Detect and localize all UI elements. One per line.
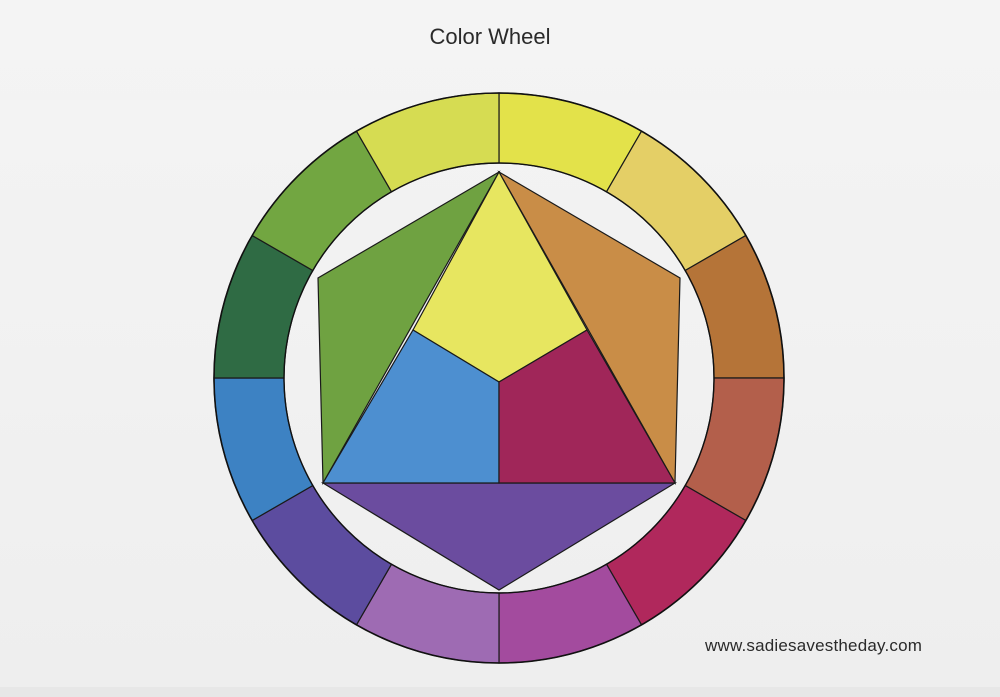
inner-orange-triangle [497, 170, 681, 486]
inner-red-shape [498, 329, 677, 484]
website-url: www.sadiesavestheday.com [705, 636, 923, 655]
color-wheel-inner-outline [283, 162, 715, 594]
page-title: Color Wheel [429, 24, 551, 49]
color-wheel-outline [213, 92, 785, 664]
color-wheel-inner-shapes [317, 170, 681, 591]
inner-green-triangle [317, 170, 501, 486]
paper-edge [0, 687, 1000, 697]
